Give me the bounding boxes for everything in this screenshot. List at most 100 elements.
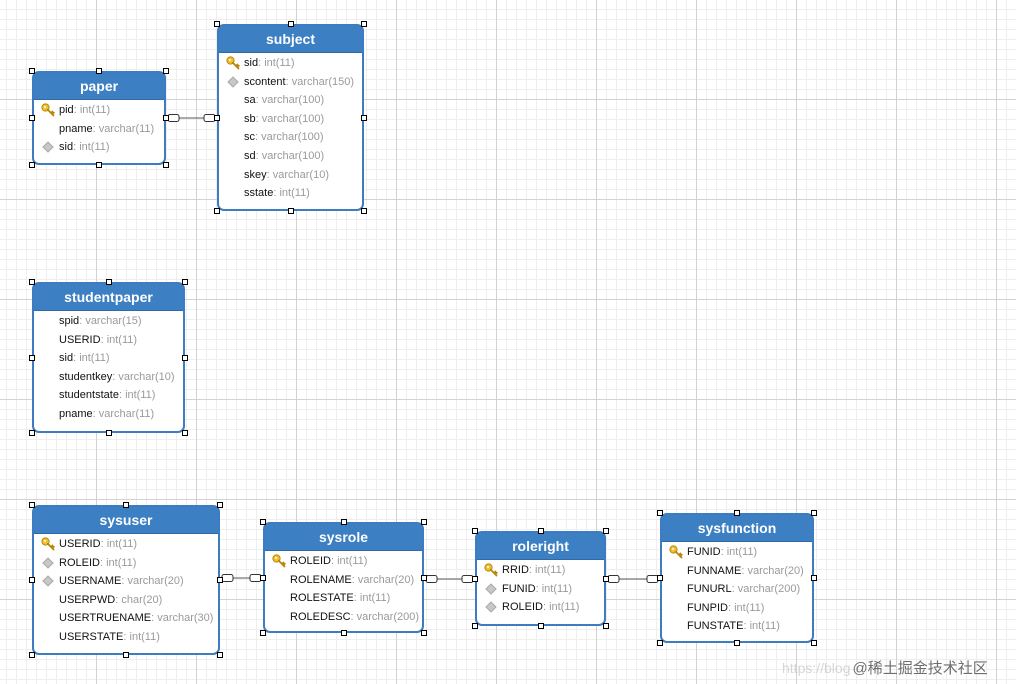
resize-handle[interactable]	[163, 115, 169, 121]
resize-handle[interactable]	[29, 354, 35, 361]
field-row[interactable]: pname: varchar(11)	[34, 120, 164, 139]
resize-handle[interactable]	[657, 640, 663, 646]
resize-handle[interactable]	[657, 575, 663, 581]
resize-handle[interactable]	[421, 519, 427, 525]
resize-handle[interactable]	[214, 21, 220, 27]
resize-handle[interactable]	[811, 640, 817, 646]
table-title[interactable]: sysfunction	[662, 515, 812, 542]
field-row[interactable]: FUNNAME: varchar(20)	[662, 562, 812, 581]
table-title[interactable]: sysrole	[265, 524, 422, 551]
field-row[interactable]: studentstate: int(11)	[34, 386, 183, 405]
resize-handle[interactable]	[217, 652, 223, 658]
field-row[interactable]: ROLEID: int(11)	[34, 554, 218, 573]
resize-handle[interactable]	[260, 574, 266, 581]
resize-handle[interactable]	[603, 528, 609, 534]
resize-handle[interactable]	[537, 623, 544, 629]
table-title[interactable]: sysuser	[34, 507, 218, 534]
resize-handle[interactable]	[340, 630, 347, 636]
resize-handle[interactable]	[361, 21, 367, 27]
resize-handle[interactable]	[734, 640, 740, 646]
field-row[interactable]: USERPWD: char(20)	[34, 591, 218, 610]
field-row[interactable]: USERSTATE: int(11)	[34, 628, 218, 647]
field-row[interactable]: pname: varchar(11)	[34, 405, 183, 424]
field-row[interactable]: sd: varchar(100)	[219, 147, 362, 166]
resize-handle[interactable]	[287, 208, 294, 214]
field-row[interactable]: ROLEID: int(11)	[477, 598, 604, 617]
field-row[interactable]: sstate: int(11)	[219, 184, 362, 203]
resize-handle[interactable]	[29, 502, 35, 508]
resize-handle[interactable]	[734, 510, 740, 516]
resize-handle[interactable]	[361, 208, 367, 214]
field-row[interactable]: FUNSTATE: int(11)	[662, 617, 812, 636]
resize-handle[interactable]	[260, 519, 266, 525]
resize-handle[interactable]	[29, 115, 35, 121]
field-row[interactable]: ROLESTATE: int(11)	[265, 589, 422, 608]
resize-handle[interactable]	[472, 623, 478, 629]
resize-handle[interactable]	[123, 502, 129, 508]
resize-handle[interactable]	[811, 510, 817, 516]
resize-handle[interactable]	[96, 162, 102, 168]
resize-handle[interactable]	[105, 279, 112, 285]
table-title[interactable]: paper	[34, 73, 164, 100]
resize-handle[interactable]	[163, 68, 169, 74]
field-row[interactable]: FUNURL: varchar(200)	[662, 580, 812, 599]
field-row[interactable]: sc: varchar(100)	[219, 128, 362, 147]
resize-handle[interactable]	[123, 652, 129, 658]
field-row[interactable]: pid: int(11)	[34, 101, 164, 120]
field-row[interactable]: ROLEID: int(11)	[265, 552, 422, 571]
field-row[interactable]: sa: varchar(100)	[219, 91, 362, 110]
resize-handle[interactable]	[472, 575, 478, 582]
resize-handle[interactable]	[811, 575, 817, 581]
field-row[interactable]: skey: varchar(10)	[219, 166, 362, 185]
resize-handle[interactable]	[217, 502, 223, 508]
resize-handle[interactable]	[421, 574, 427, 581]
resize-handle[interactable]	[182, 430, 188, 436]
field-row[interactable]: sid: int(11)	[34, 349, 183, 368]
resize-handle[interactable]	[361, 114, 367, 121]
resize-handle[interactable]	[29, 430, 35, 436]
resize-handle[interactable]	[163, 162, 169, 168]
field-row[interactable]: spid: varchar(15)	[34, 312, 183, 331]
resize-handle[interactable]	[29, 68, 35, 74]
resize-handle[interactable]	[29, 577, 35, 583]
field-row[interactable]: sid: int(11)	[219, 54, 362, 73]
field-row[interactable]: ROLEDESC: varchar(200)	[265, 608, 422, 627]
resize-handle[interactable]	[472, 528, 478, 534]
resize-handle[interactable]	[214, 208, 220, 214]
field-row[interactable]: USERNAME: varchar(20)	[34, 572, 218, 591]
resize-handle[interactable]	[105, 430, 112, 436]
field-row[interactable]: USERID: int(11)	[34, 535, 218, 554]
field-row[interactable]: RRID: int(11)	[477, 561, 604, 580]
field-row[interactable]: FUNID: int(11)	[477, 580, 604, 599]
table-title[interactable]: roleright	[477, 533, 604, 560]
resize-handle[interactable]	[287, 21, 294, 27]
field-row[interactable]: USERTRUENAME: varchar(30)	[34, 609, 218, 628]
resize-handle[interactable]	[29, 652, 35, 658]
resize-handle[interactable]	[214, 114, 220, 121]
resize-handle[interactable]	[537, 528, 544, 534]
resize-handle[interactable]	[260, 630, 266, 636]
resize-handle[interactable]	[603, 623, 609, 629]
resize-handle[interactable]	[182, 279, 188, 285]
resize-handle[interactable]	[217, 577, 223, 583]
field-row[interactable]: FUNID: int(11)	[662, 543, 812, 562]
field-row[interactable]: scontent: varchar(150)	[219, 73, 362, 92]
table-title[interactable]: subject	[219, 26, 362, 53]
resize-handle[interactable]	[421, 630, 427, 636]
resize-handle[interactable]	[29, 162, 35, 168]
resize-handle[interactable]	[96, 68, 102, 74]
field-row[interactable]: USERID: int(11)	[34, 331, 183, 350]
field-row[interactable]: FUNPID: int(11)	[662, 599, 812, 618]
resize-handle[interactable]	[29, 279, 35, 285]
resize-handle[interactable]	[657, 510, 663, 516]
resize-handle[interactable]	[603, 575, 609, 582]
table-title[interactable]: studentpaper	[34, 284, 183, 311]
resize-handle[interactable]	[340, 519, 347, 525]
field-row[interactable]: sid: int(11)	[34, 138, 164, 157]
